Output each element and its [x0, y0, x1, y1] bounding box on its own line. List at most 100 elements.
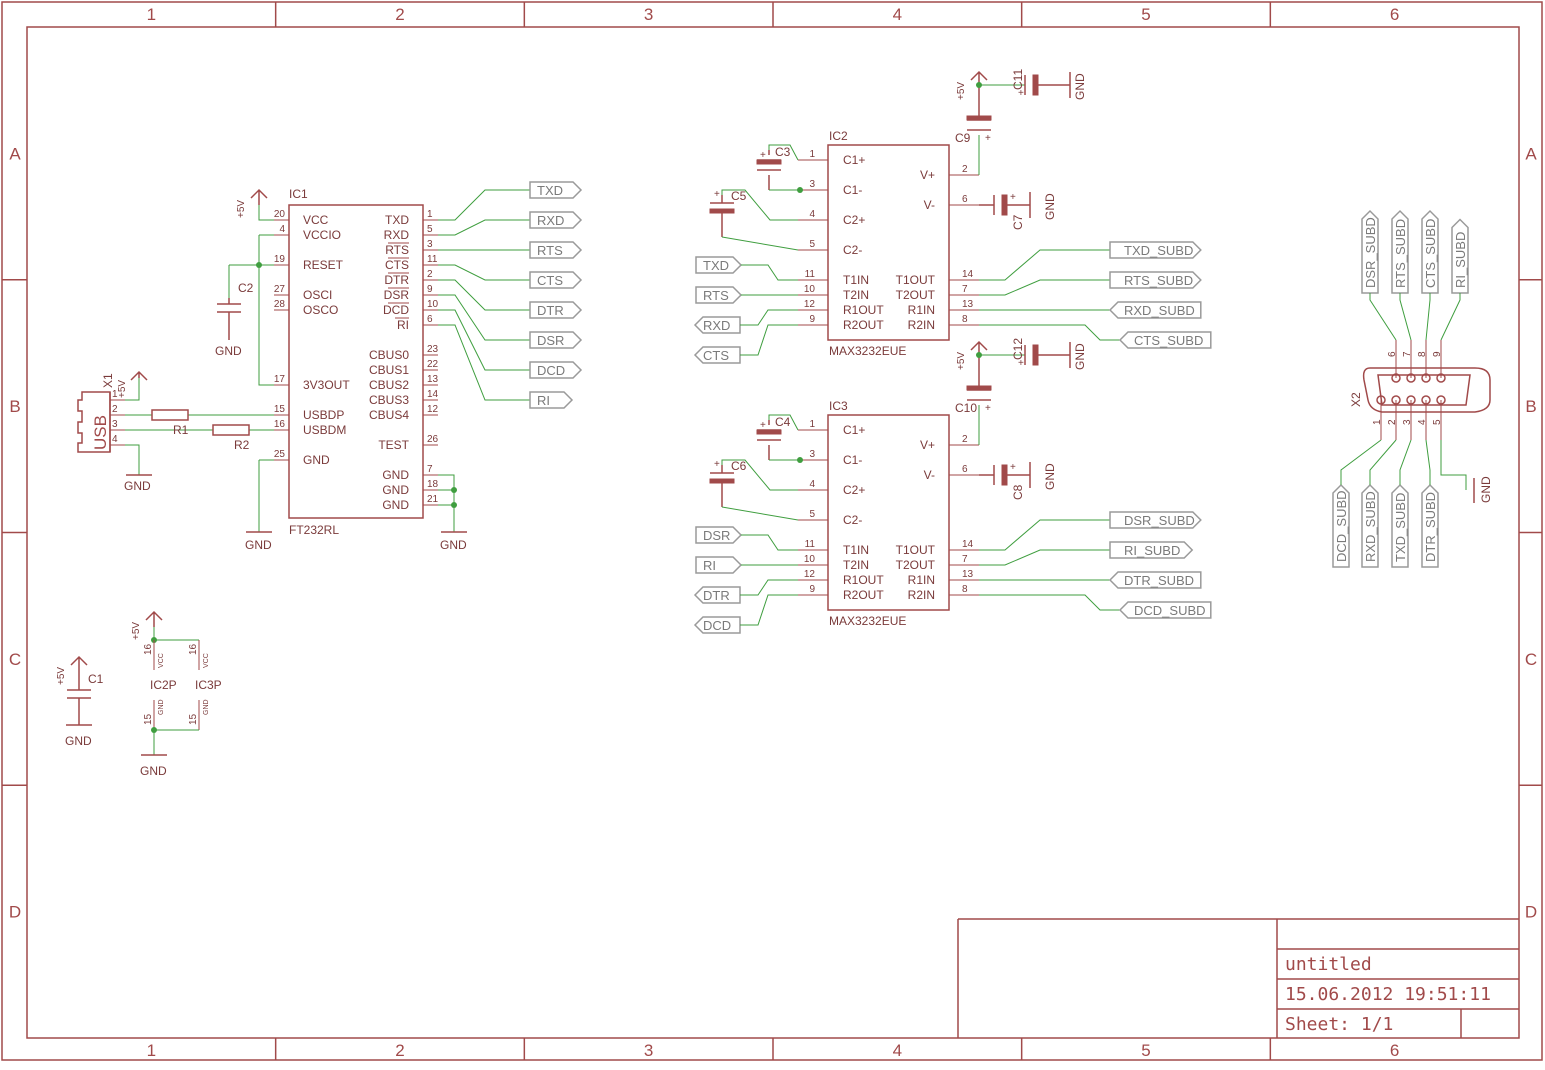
gnd-label: GND — [1073, 73, 1087, 100]
net-label-flag — [695, 286, 743, 304]
pin-number: 8 — [962, 584, 968, 595]
cap-plate — [1001, 464, 1008, 486]
net-label-flag — [1109, 511, 1202, 529]
net-label-flag — [1361, 209, 1379, 294]
cap-shape — [710, 465, 734, 507]
cap-shape — [967, 85, 991, 131]
pin-number: 7 — [1402, 351, 1413, 357]
wire — [721, 189, 799, 251]
pin-name: RXD — [384, 228, 410, 242]
cap-shape — [710, 195, 734, 237]
cap-name: C8 — [1011, 484, 1025, 500]
usb-connector-x1[interactable]: USB X1 1 2 3 4 +5V GND — [77, 370, 274, 493]
pin-name: C2+ — [843, 213, 865, 227]
cap-name: C6 — [731, 459, 747, 473]
pin-name: C1- — [843, 183, 862, 197]
pin-number: 3 — [809, 179, 815, 190]
net-label-flag — [1421, 483, 1439, 568]
ic3-value: MAX3232EUE — [829, 614, 906, 628]
pin-number: 6 — [962, 194, 968, 205]
net-label-flag — [1421, 209, 1439, 294]
pin-name: USBDP — [303, 408, 344, 422]
column-label: 4 — [893, 5, 902, 24]
usb-value: USB — [91, 415, 110, 450]
pin-number: 13 — [427, 374, 439, 385]
pin-number: 7 — [962, 554, 968, 565]
pin-name: T2OUT — [896, 558, 936, 572]
column-label: 4 — [893, 1041, 902, 1060]
net-label-flag — [1391, 483, 1409, 568]
pin-number: 27 — [274, 284, 286, 295]
pin-name: R2IN — [908, 318, 935, 332]
gnd-label: GND — [1043, 193, 1057, 220]
net-label-flag — [529, 301, 583, 319]
cap-plate — [709, 208, 735, 214]
cap-shape — [979, 195, 995, 215]
cap-name: C9 — [955, 131, 971, 145]
ic3p-name: IC3P — [195, 678, 222, 692]
polarity-mark: + — [760, 420, 766, 431]
pin-number: 3 — [809, 449, 815, 460]
pin-name: T1OUT — [896, 543, 936, 557]
pin-name: CBUS2 — [369, 378, 409, 392]
pin-name: C2- — [843, 243, 862, 257]
subd-pin — [1376, 395, 1386, 405]
sheet-text: Sheet: 1/1 — [1285, 1014, 1393, 1035]
pin-number: 3 — [112, 419, 118, 430]
pin-number: 9 — [809, 314, 815, 325]
polarity-mark: + — [985, 403, 991, 414]
resistor-r2[interactable]: R2 — [212, 424, 250, 452]
pin-number: 14 — [962, 269, 974, 280]
column-label: 5 — [1141, 1041, 1150, 1060]
net-label-flag — [693, 316, 741, 334]
pin-number: 7 — [962, 284, 968, 295]
net-label: RI — [703, 558, 716, 573]
pin-name: T2OUT — [896, 288, 936, 302]
pin-number: 11 — [805, 539, 816, 550]
subd-pin — [1421, 373, 1431, 383]
pin-number: 13 — [962, 299, 974, 310]
wire — [721, 459, 799, 521]
wire — [1425, 439, 1431, 485]
datetime-text: 15.06.2012 19:51:11 — [1285, 984, 1491, 1005]
pin-number: 18 — [427, 479, 439, 490]
pin-name: T2IN — [843, 558, 869, 572]
capacitor-c1[interactable]: +5V C1 GND — [56, 655, 104, 748]
ic1-value: FT232RL — [289, 523, 339, 537]
pin-name: DCD — [383, 303, 409, 317]
pin-name: T1OUT — [896, 273, 936, 287]
pin-number: 4 — [809, 209, 815, 220]
net-label: RXD — [703, 318, 730, 333]
resistor-r1[interactable]: R1 — [151, 409, 189, 437]
row-label: A — [9, 144, 21, 163]
pin-name: C1+ — [843, 153, 865, 167]
pin-number: 23 — [427, 344, 439, 355]
net-label-flag — [529, 271, 583, 289]
wire — [741, 264, 798, 281]
net-label: CTS — [703, 348, 729, 363]
pin-number: 15 — [188, 713, 199, 725]
net-label: RTS_SUBD — [1393, 219, 1408, 288]
pin-name: TEST — [378, 438, 409, 452]
column-label: 2 — [395, 1041, 404, 1060]
capacitor-c2[interactable]: C2 GND — [215, 281, 254, 358]
cap-plate — [1032, 74, 1039, 96]
gnd-label: GND — [440, 538, 467, 552]
net-label-flag — [1391, 209, 1409, 294]
pin-name: VCC — [158, 653, 165, 668]
polarity-mark: + — [760, 150, 766, 161]
column-label: 1 — [147, 1041, 156, 1060]
net-label-flag — [1108, 301, 1202, 319]
pin-number: 2 — [962, 164, 968, 175]
pin-number: 19 — [274, 254, 286, 265]
net-label: RTS — [537, 243, 563, 258]
gnd-label: GND — [140, 764, 167, 778]
wire — [1340, 439, 1382, 485]
